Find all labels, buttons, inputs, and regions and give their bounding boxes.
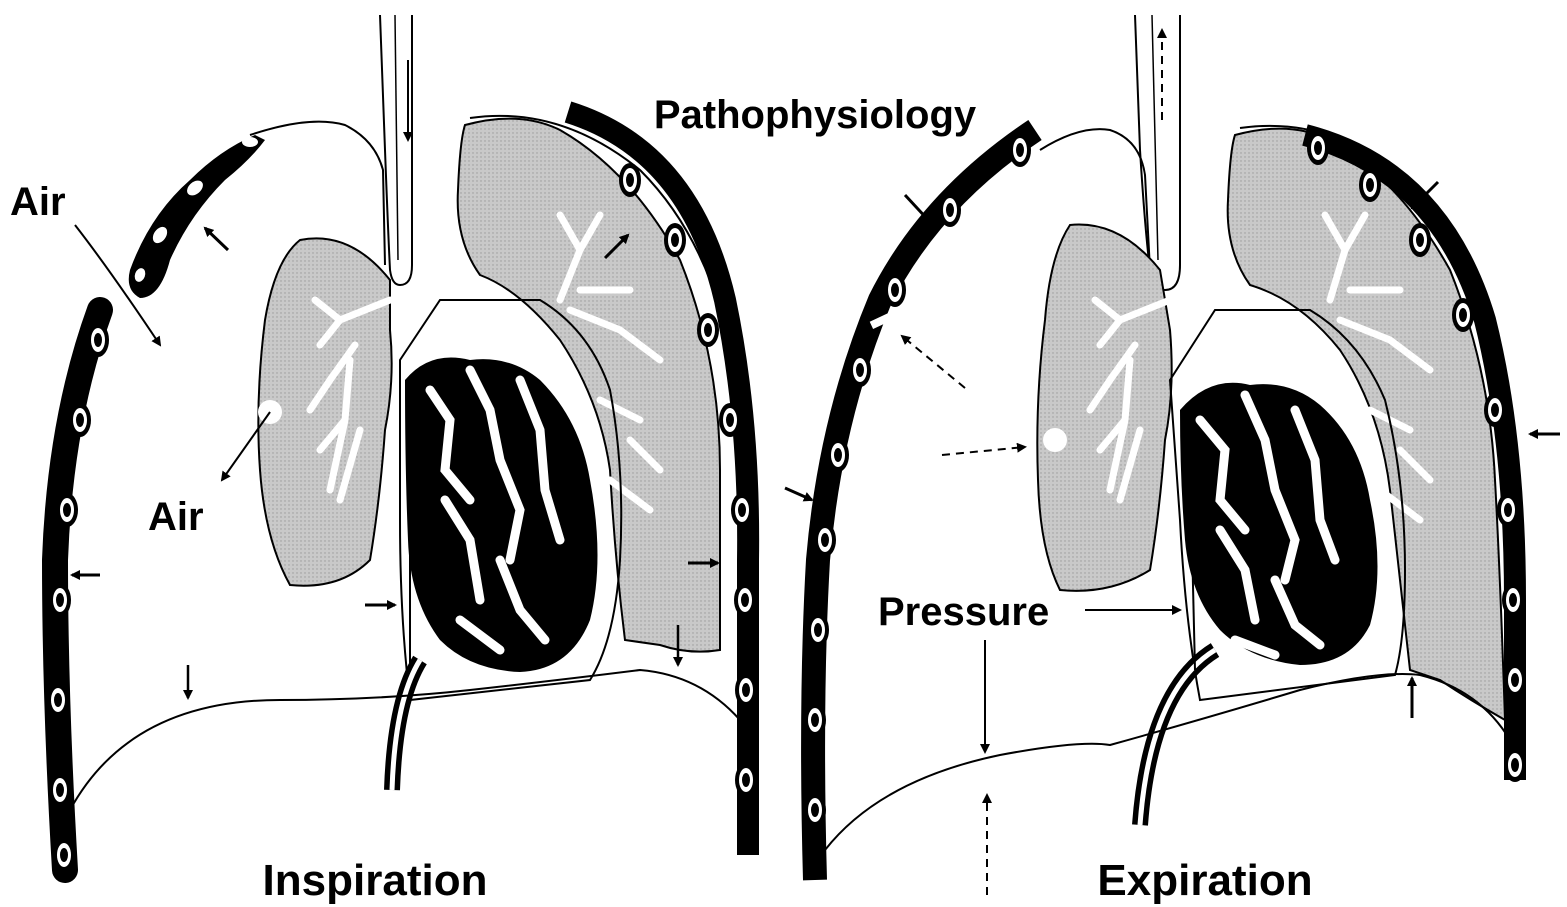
- left-rib-dots-left: [47, 323, 109, 872]
- caption-inspiration: Inspiration: [263, 856, 488, 905]
- label-pressure: Pressure: [878, 590, 1049, 634]
- right-arrow-air-out: [902, 336, 965, 388]
- inspiration-panel: [47, 15, 757, 872]
- caption-expiration: Expiration: [1097, 856, 1312, 905]
- right-air-bubble: [1043, 428, 1067, 452]
- label-air-outer: Air: [10, 180, 66, 224]
- label-air-inner: Air: [148, 495, 204, 539]
- expiration-panel: [785, 15, 1560, 895]
- right-collapsed-lung: [1037, 225, 1171, 591]
- right-arrow-wall-in-4: [785, 488, 812, 500]
- diagram-title: Pathophysiology: [654, 93, 977, 137]
- right-aorta: [1140, 650, 1215, 825]
- left-arrow-rib-up: [205, 228, 228, 250]
- left-broken-rib: [129, 135, 265, 298]
- left-heart: [405, 358, 598, 673]
- right-chest-wall-left: [813, 130, 1035, 880]
- right-arrow-air-lung: [942, 447, 1025, 455]
- right-arrow-wall-in-1: [905, 195, 930, 222]
- left-trachea-inner: [395, 15, 398, 260]
- right-trachea-inner: [1152, 15, 1158, 260]
